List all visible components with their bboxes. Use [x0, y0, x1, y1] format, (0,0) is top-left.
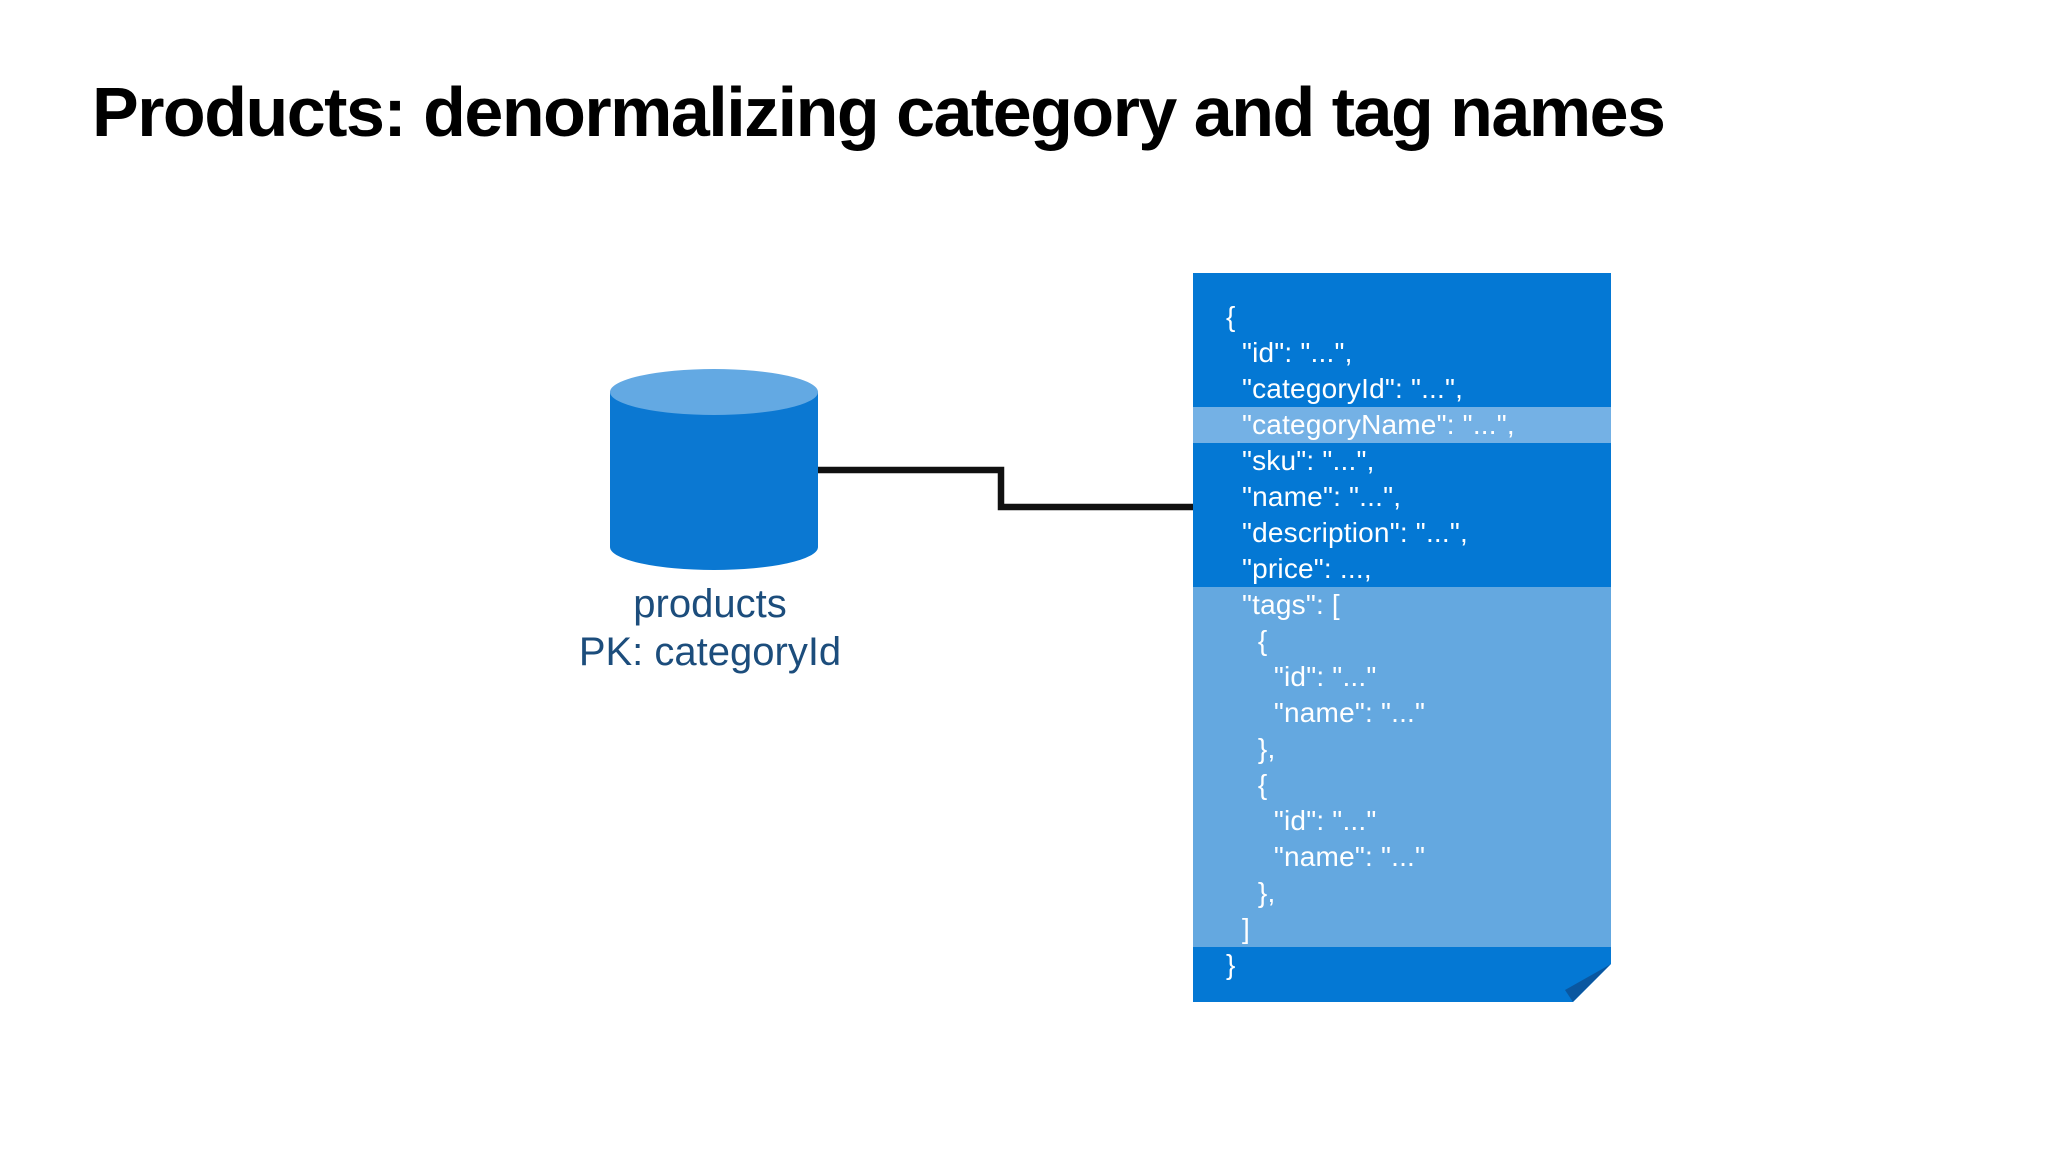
json-line-categoryId: "categoryId": "...",: [1226, 373, 1464, 404]
json-line-name: "name": "...",: [1226, 481, 1402, 512]
page-title: Products: denormalizing category and tag…: [92, 73, 1666, 151]
database-partition-key-label: PK: categoryId: [578, 630, 842, 674]
json-line-description: "description": "...",: [1226, 517, 1468, 548]
json-line-categoryName-highlight: "categoryName": "...",: [1193, 407, 1611, 443]
json-line: }: [1226, 949, 1236, 980]
json-line-tag-name: "name": "...": [1193, 839, 1611, 875]
json-line: {: [1226, 301, 1236, 332]
json-line-tags-close: ]: [1193, 911, 1611, 947]
json-line-tag-id: "id": "...": [1193, 659, 1611, 695]
database-cylinder-icon: [610, 369, 818, 570]
json-line-sku: "sku": "...",: [1226, 445, 1375, 476]
json-document: { "id": "...", "categoryId": "...", "cat…: [1193, 273, 1611, 1002]
json-line: },: [1193, 875, 1611, 911]
json-line-tag-id: "id": "...": [1193, 803, 1611, 839]
json-line-price: "price": ...,: [1226, 553, 1372, 584]
json-line-id: "id": "...",: [1226, 337, 1353, 368]
json-line-tag-name: "name": "...": [1193, 695, 1611, 731]
database-labels: products PK: categoryId: [510, 580, 910, 676]
json-line: },: [1193, 731, 1611, 767]
json-line-tags-open: "tags": [: [1193, 587, 1611, 623]
json-line: {: [1193, 767, 1611, 803]
json-line: {: [1193, 623, 1611, 659]
page-fold-icon: [1551, 952, 1611, 1002]
database-name-label: products: [633, 582, 787, 626]
